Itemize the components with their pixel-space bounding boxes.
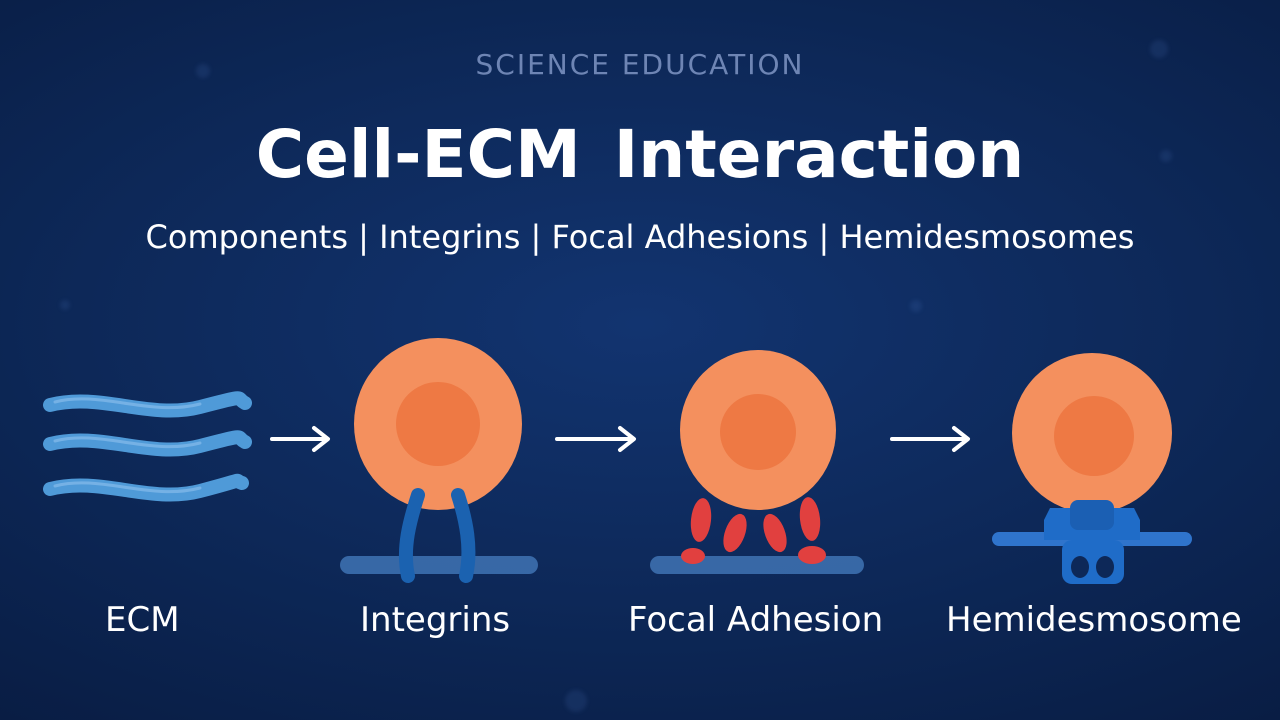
background-bokeh [1160,150,1172,162]
adhesion-plaque [723,513,747,553]
cell-nucleus [720,394,796,470]
ecm-fibers-icon [43,391,252,502]
adhesion-plaque [690,498,712,542]
adhesion-plaque [681,548,705,564]
ecm-fiber [43,473,249,502]
membrane-bar [340,556,538,574]
background-bokeh [60,300,70,310]
background-bokeh [910,300,922,312]
anchor-loop [1071,556,1089,578]
stage-label-focal-adhesion: Focal Adhesion [628,600,884,640]
cell-nucleus [1054,396,1134,476]
hemidesmosome-core [1070,500,1114,530]
background-bokeh [1150,40,1168,58]
hemidesmosome-anchor [1062,540,1124,584]
adhesion-plaque [798,546,826,564]
page-subtitle: Components | Integrins | Focal Adhesions… [145,218,1135,256]
integrin-receptor [398,488,425,583]
cell-with-focal-adhesion-icon [650,350,864,574]
ecm-fiber [43,430,252,457]
adhesion-plaque [763,513,787,553]
stage-label-ecm: ECM [105,600,180,640]
cell-with-integrins-icon [340,338,538,583]
adhesion-plaque [799,497,821,541]
category-kicker: SCIENCE EDUCATION [475,48,805,81]
cell-nucleus [396,382,480,466]
stage-label-integrins: Integrins [360,600,511,640]
anchor-loop [1096,556,1114,578]
integrin-receptor [451,488,476,583]
ecm-fiber [43,391,252,418]
background-bokeh [196,64,210,78]
cell-with-hemidesmosome-icon [992,353,1192,584]
stage-label-hemidesmosome: Hemidesmosome [946,600,1242,640]
background-bokeh [565,690,587,712]
page-title: Cell-ECM Interaction [255,116,1025,193]
arrow-icon [555,426,636,452]
arrow-icon [890,426,970,452]
arrow-icon [270,426,330,452]
